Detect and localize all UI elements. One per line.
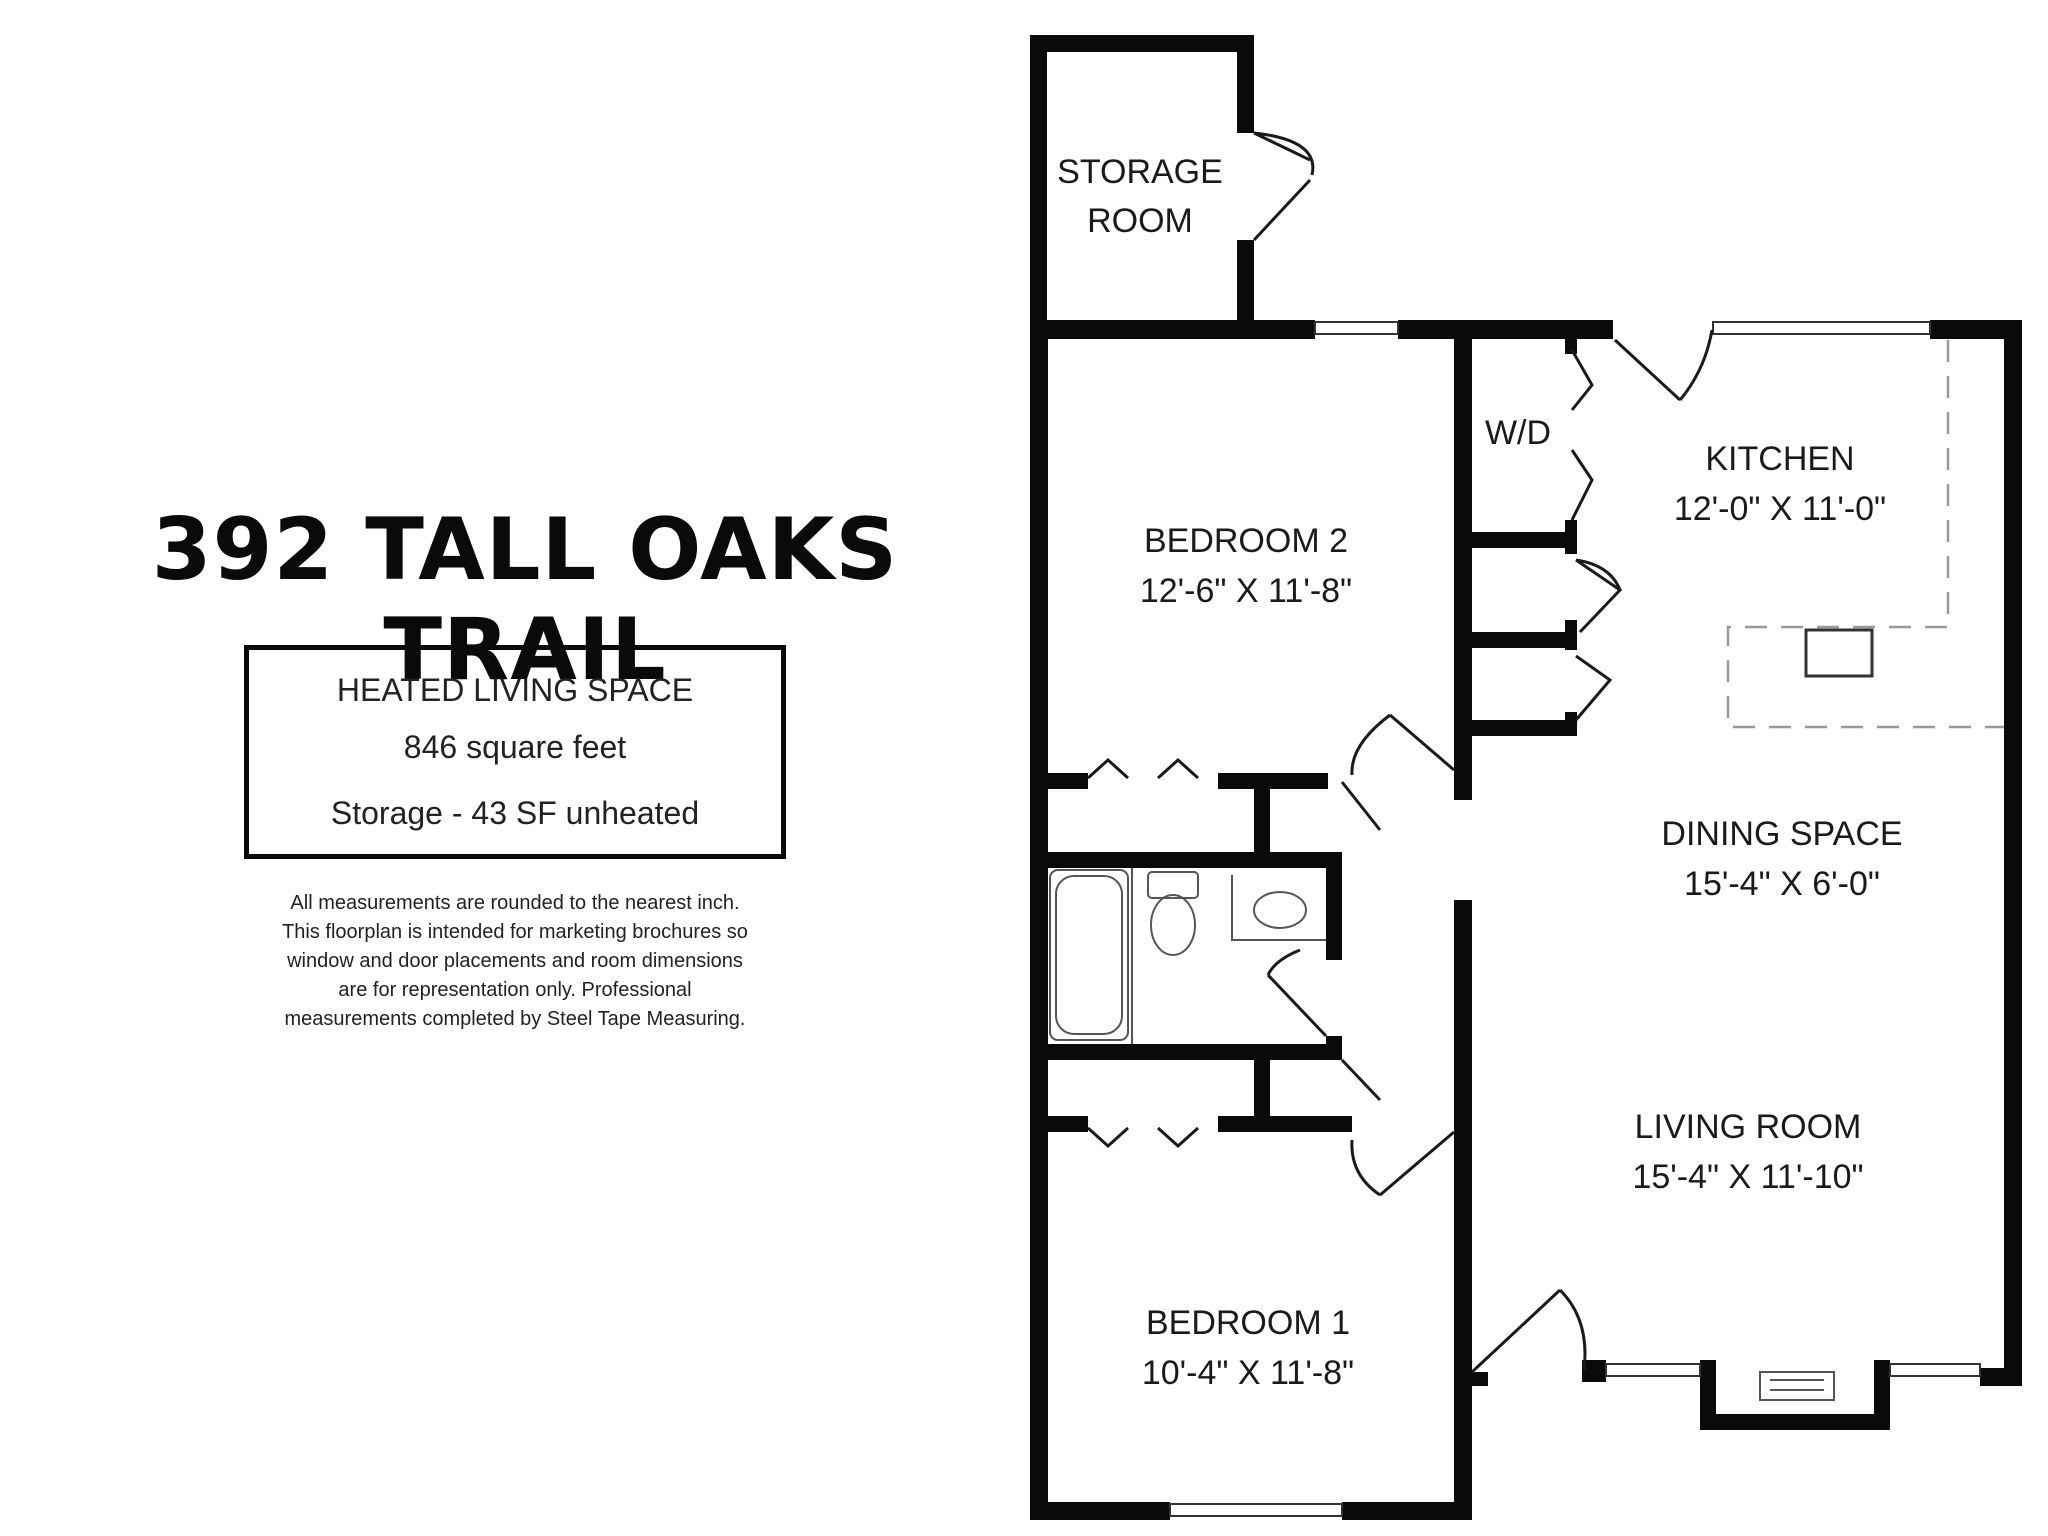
fireplace-hearth [1759,1371,1835,1401]
bathtub [1049,869,1129,1041]
floor-plan-walls [1030,35,2022,1520]
top-wall-left [1030,320,1315,339]
toilet-bowl [1150,894,1196,956]
wd-stub-4 [1565,712,1577,736]
disclaimer-line: All measurements are rounded to the near… [290,892,740,914]
closet-divider-upper [1254,773,1270,853]
doors [1086,131,1714,1374]
sink-basin [1253,891,1307,929]
property-address-title: 392 TALL OAKS TRAIL [151,500,899,700]
disclaimer-line: measurements completed by Steel Tape Mea… [284,1008,746,1030]
bedroom2-label: BEDROOM 2 [1144,522,1348,560]
closet-bottom-wall-a [1046,1116,1088,1132]
storage-right-wall-lower [1237,240,1254,320]
kitchen-entry-door [1613,329,1714,402]
storage-top-wall [1030,35,1254,52]
wd-stub-3 [1565,620,1577,650]
window-kitchen [1712,321,1931,335]
closet-top-wall-a [1046,773,1088,789]
bedroom2-closet-bifold [1086,757,1200,780]
bathtub-inner [1055,875,1123,1035]
bedroom1-label: BEDROOM 1 [1146,1304,1350,1342]
bath-top-wall [1046,852,1342,868]
kitchen-label: KITCHEN [1705,440,1854,478]
closet-top-wall-b [1218,773,1328,789]
disclaimer-line: are for representation only. Professiona… [338,979,692,1001]
central-wall-upper [1454,338,1472,800]
hall-closet-door [1340,781,1382,831]
toilet-tank [1147,871,1199,899]
wd-label: W/D [1485,414,1551,452]
storage-room-label-line2: ROOM [1087,202,1193,240]
dining-dims: 15'-4" X 6'-0" [1684,865,1880,903]
fireplace-right [1874,1360,1890,1430]
bottom-wall-living-right [1980,1368,2022,1386]
wd-closet-wall-3 [1468,720,1576,736]
bedroom1-closet-door [1340,1058,1382,1102]
living-room-dims: 15'-4" X 11'-10" [1632,1158,1863,1196]
vanity-outline [1231,875,1326,941]
island-sink [1804,628,1874,678]
bottom-wall-right [1342,1502,1472,1520]
bottom-wall-left [1030,1502,1170,1520]
bath-bottom-wall [1046,1044,1342,1060]
heated-space-heading: HEATED LIVING SPACE [336,672,694,708]
windows [1169,321,1981,1517]
bedroom1-closet-bifold [1086,1126,1200,1149]
bedroom2-dims: 12'-6" X 11'-8" [1140,572,1352,610]
living-room-label: LIVING ROOM [1635,1108,1862,1146]
window-bedroom1 [1169,1503,1343,1517]
kitchen-dashed-outline [1726,340,2010,729]
storage-room-label-line1: STORAGE [1057,153,1223,191]
bathroom-fixtures [1049,868,1326,1044]
window-living-right [1889,1363,1981,1377]
bedroom1-dims: 10'-4" X 11'-8" [1142,1354,1354,1392]
bedroom2-door [1350,713,1455,776]
disclaimer-line: window and door placements and room dime… [287,950,743,972]
top-wall-right [1930,320,2020,339]
disclaimer-line: This floorplan is intended for marketing… [282,921,748,943]
bath-door [1266,948,1328,1038]
wd-closet-wall-1 [1468,532,1576,548]
left-exterior-wall [1030,320,1048,1520]
measurement-disclaimer: All measurements are rounded to the near… [240,889,790,1034]
storage-door [1252,131,1315,242]
heated-area-value: 846 square feet [403,729,627,765]
storage-area-value: Storage - 43 SF unheated [330,795,700,831]
front-door [1470,1288,1587,1374]
closet-door-2 [1574,654,1613,721]
wd-stub-2 [1565,520,1577,554]
dining-label: DINING SPACE [1661,815,1902,853]
fireplace-bottom [1700,1414,1890,1430]
bedroom1-door [1350,1130,1455,1197]
kitchen-island [1804,628,1874,678]
wd-stub-1 [1565,338,1577,354]
bottom-wall-living-mid [1582,1360,1606,1382]
storage-right-wall-upper [1237,35,1254,133]
closet-bottom-wall-b [1218,1116,1352,1132]
wd-bifold-1 [1570,349,1594,411]
wd-bifold-2 [1570,449,1594,521]
fireplace-left [1700,1360,1716,1430]
closet-door-1 [1575,558,1623,634]
bottom-wall-living-left [1464,1372,1488,1386]
window-living-left [1605,1363,1701,1377]
area-summary-box: HEATED LIVING SPACE 846 square feet Stor… [244,645,786,859]
bath-right-wall-upper [1326,852,1342,960]
window-bedroom2 [1314,321,1399,335]
central-wall-lower [1454,900,1472,1520]
top-wall-middle [1398,320,1613,339]
kitchen-dims: 12'-0" X 11'-0" [1674,490,1886,528]
storage-left-wall [1030,35,1047,320]
fireplace [1759,1371,1835,1401]
right-exterior-wall [2004,320,2022,1386]
wd-closet-wall-2 [1468,632,1576,648]
closet-divider-lower [1254,1044,1270,1132]
